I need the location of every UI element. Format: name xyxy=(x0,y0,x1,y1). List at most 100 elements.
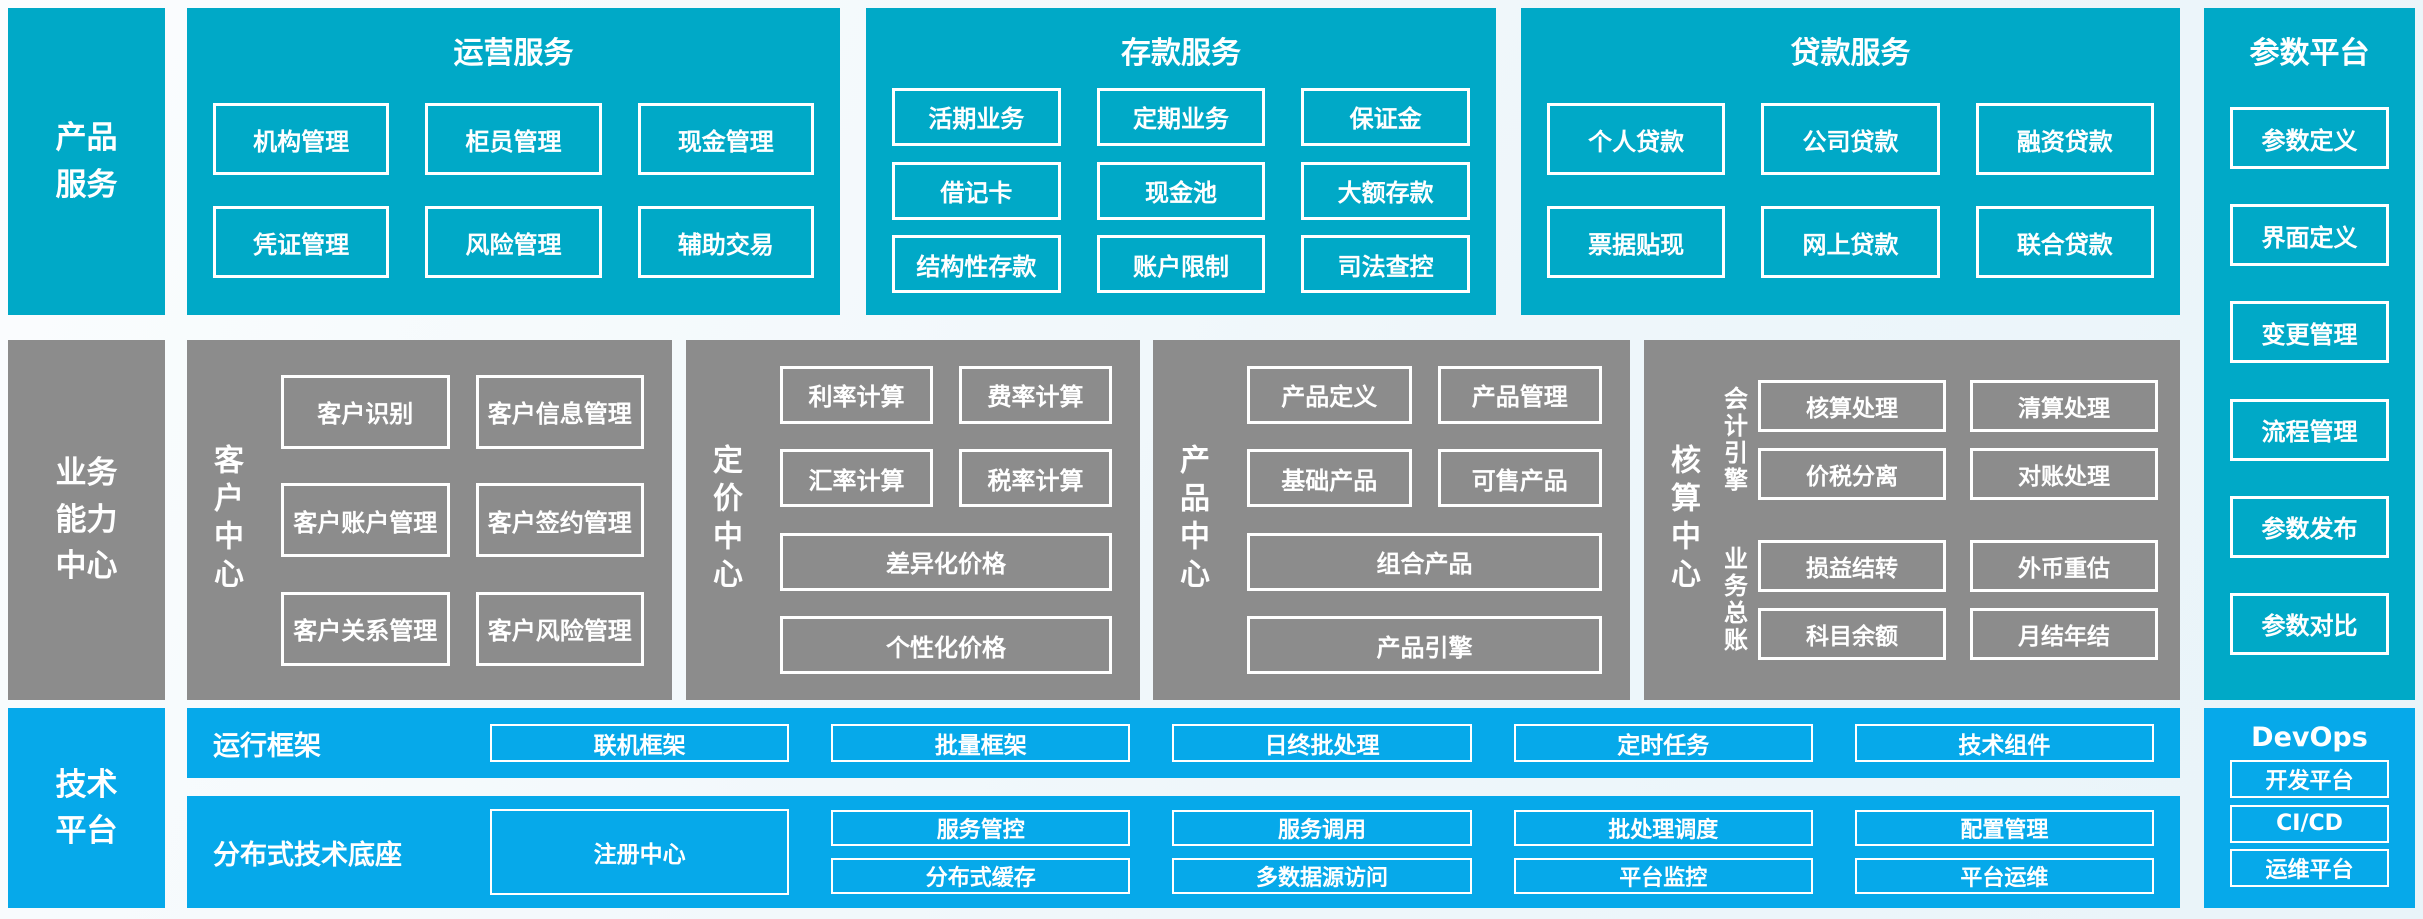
service-box: 结构性存款 xyxy=(892,235,1061,294)
capability-box: 基础产品 xyxy=(1247,449,1412,508)
tech-box: 批处理调度 xyxy=(1513,810,1813,846)
product-center-grid: 产品定义 产品管理 基础产品 可售产品 组合产品 产品引擎 xyxy=(1219,340,1630,700)
accounting-center-label-wrap: 核算中心 xyxy=(1654,340,1710,700)
rail-product-services-label: 产品服务 xyxy=(55,120,118,203)
deposit-panel: 存款服务 活期业务 定期业务 保证金 借记卡 现金池 大额存款 结构性存款 账户… xyxy=(866,8,1496,315)
service-box: 现金管理 xyxy=(637,103,814,175)
capability-box: 客户识别 xyxy=(281,374,450,449)
business-ledger-label: 业务总账 xyxy=(1719,546,1748,654)
capability-box: 利率计算 xyxy=(780,365,933,424)
service-box: 账户限制 xyxy=(1096,235,1266,294)
customer-center-panel: 客户中心 客户识别 客户信息管理 客户账户管理 客户签约管理 客户关系管理 客户… xyxy=(187,340,672,700)
parameter-platform-title: 参数平台 xyxy=(2249,36,2370,71)
service-box: 定期业务 xyxy=(1096,87,1266,146)
service-box: 凭证管理 xyxy=(213,206,390,278)
service-box: 参数发布 xyxy=(2230,495,2389,558)
rail-product-services: 产品服务 xyxy=(8,8,165,315)
distributed-column: 服务调用 多数据源访问 xyxy=(1172,810,1472,894)
rail-business-capability-label: 业务能力中心 xyxy=(55,455,118,585)
service-box: 参数定义 xyxy=(2230,107,2389,170)
product-center-label-wrap: 产品中心 xyxy=(1163,340,1219,700)
tech-box: 多数据源访问 xyxy=(1172,858,1472,894)
capability-box-wide: 组合产品 xyxy=(1247,532,1602,591)
registry-box-wrap: 注册中心 xyxy=(490,809,790,895)
service-box: 联合贷款 xyxy=(1975,206,2154,278)
loan-panel: 贷款服务 个人贷款 公司贷款 融资贷款 票据贴现 网上贷款 联合贷款 xyxy=(1521,8,2180,315)
capability-box: 费率计算 xyxy=(959,365,1112,424)
tech-box: 分布式缓存 xyxy=(831,858,1131,894)
capability-box: 科目余额 xyxy=(1758,608,1946,660)
service-box: 保证金 xyxy=(1301,87,1470,146)
operations-panel: 运营服务 机构管理 柜员管理 现金管理 凭证管理 风险管理 辅助交易 xyxy=(187,8,840,315)
customer-center-label-wrap: 客户中心 xyxy=(197,340,253,700)
service-box: 借记卡 xyxy=(892,161,1061,220)
accounting-engine-group: 会计引擎 核算处理 清算处理 价税分离 对账处理 xyxy=(1710,380,2158,500)
tech-box: 服务调用 xyxy=(1172,810,1472,846)
service-box: 流程管理 xyxy=(2230,398,2389,461)
capability-box: 产品定义 xyxy=(1247,365,1412,424)
tech-box: 注册中心 xyxy=(490,809,790,895)
service-box: 融资贷款 xyxy=(1975,103,2154,175)
capability-box-wide: 产品引擎 xyxy=(1247,616,1602,675)
service-box: 柜员管理 xyxy=(425,103,602,175)
capability-box-wide: 个性化价格 xyxy=(780,616,1112,675)
service-box: 票据贴现 xyxy=(1547,206,1726,278)
capability-box-wide: 差异化价格 xyxy=(780,532,1112,591)
product-center-label: 产品中心 xyxy=(1174,444,1209,596)
service-box: 司法查控 xyxy=(1301,235,1470,294)
distributed-base-label: 分布式技术底座 xyxy=(213,839,402,871)
tech-box: CI/CD xyxy=(2230,804,2389,843)
capability-box: 对账处理 xyxy=(1970,448,2158,500)
service-box: 现金池 xyxy=(1096,161,1266,220)
loan-grid: 个人贷款 公司贷款 融资贷款 票据贴现 网上贷款 联合贷款 xyxy=(1521,72,2180,315)
runtime-framework-boxes: 联机框架 批量框架 日终批处理 定时任务 技术组件 xyxy=(490,724,2155,762)
devops-panel: DevOps 开发平台 CI/CD 运维平台 xyxy=(2204,708,2415,908)
service-box: 变更管理 xyxy=(2230,301,2389,364)
distributed-column: 批处理调度 平台监控 xyxy=(1513,810,1813,894)
runtime-framework-label: 运行框架 xyxy=(213,730,321,762)
service-box: 辅助交易 xyxy=(637,206,814,278)
tech-box: 配置管理 xyxy=(1854,810,2155,846)
accounting-engine-label: 会计引擎 xyxy=(1719,386,1748,494)
capability-box: 可售产品 xyxy=(1437,449,1602,508)
capability-box: 客户风险管理 xyxy=(475,591,644,666)
accounting-center-content: 会计引擎 核算处理 清算处理 价税分离 对账处理 业务总账 损益结转 外币重估 … xyxy=(1710,340,2180,700)
capability-box: 税率计算 xyxy=(959,449,1112,508)
tech-box: 联机框架 xyxy=(490,724,790,762)
capability-box: 客户签约管理 xyxy=(475,483,644,557)
operations-title: 运营服务 xyxy=(453,36,574,71)
tech-box: 定时任务 xyxy=(1513,724,1813,762)
devops-title: DevOps xyxy=(2251,722,2368,753)
customer-center-grid: 客户识别 客户信息管理 客户账户管理 客户签约管理 客户关系管理 客户风险管理 xyxy=(253,340,672,700)
accounting-center-panel: 核算中心 会计引擎 核算处理 清算处理 价税分离 对账处理 业务总账 损 xyxy=(1644,340,2180,700)
devops-boxes: 开发平台 CI/CD 运维平台 xyxy=(2230,753,2389,894)
tech-box: 平台运维 xyxy=(1854,858,2155,894)
service-box: 公司贷款 xyxy=(1761,103,1940,175)
rail-technology-platform: 技术平台 xyxy=(8,708,165,908)
service-box: 网上贷款 xyxy=(1761,206,1940,278)
rail-business-capability: 业务能力中心 xyxy=(8,340,165,700)
business-ledger-grid: 损益结转 外币重估 科目余额 月结年结 xyxy=(1758,540,2158,660)
distributed-column: 服务管控 分布式缓存 xyxy=(831,810,1131,894)
business-ledger-label-wrap: 业务总账 xyxy=(1710,540,1758,660)
distributed-base-boxes: 注册中心 服务管控 分布式缓存 服务调用 多数据源访问 批处理调度 平台监控 配… xyxy=(490,796,2155,908)
distributed-base-panel: 分布式技术底座 注册中心 服务管控 分布式缓存 服务调用 多数据源访问 批处理调… xyxy=(187,796,2180,908)
service-box: 风险管理 xyxy=(425,206,602,278)
capability-box: 客户关系管理 xyxy=(281,591,450,666)
customer-center-label: 客户中心 xyxy=(208,444,243,596)
tech-box: 运维平台 xyxy=(2230,849,2389,888)
tech-box: 开发平台 xyxy=(2230,759,2389,798)
tech-box: 批量框架 xyxy=(831,724,1131,762)
tech-box: 服务管控 xyxy=(831,810,1131,846)
capability-box: 损益结转 xyxy=(1758,540,1946,592)
tech-box: 平台监控 xyxy=(1513,858,1813,894)
runtime-framework-panel: 运行框架 联机框架 批量框架 日终批处理 定时任务 技术组件 xyxy=(187,708,2180,778)
capability-box: 价税分离 xyxy=(1758,448,1946,500)
distributed-column: 配置管理 平台运维 xyxy=(1854,810,2155,894)
service-box: 活期业务 xyxy=(892,87,1061,146)
accounting-engine-label-wrap: 会计引擎 xyxy=(1710,380,1758,500)
deposit-title: 存款服务 xyxy=(1121,36,1241,71)
service-box: 机构管理 xyxy=(213,103,390,175)
service-box: 大额存款 xyxy=(1301,161,1470,220)
